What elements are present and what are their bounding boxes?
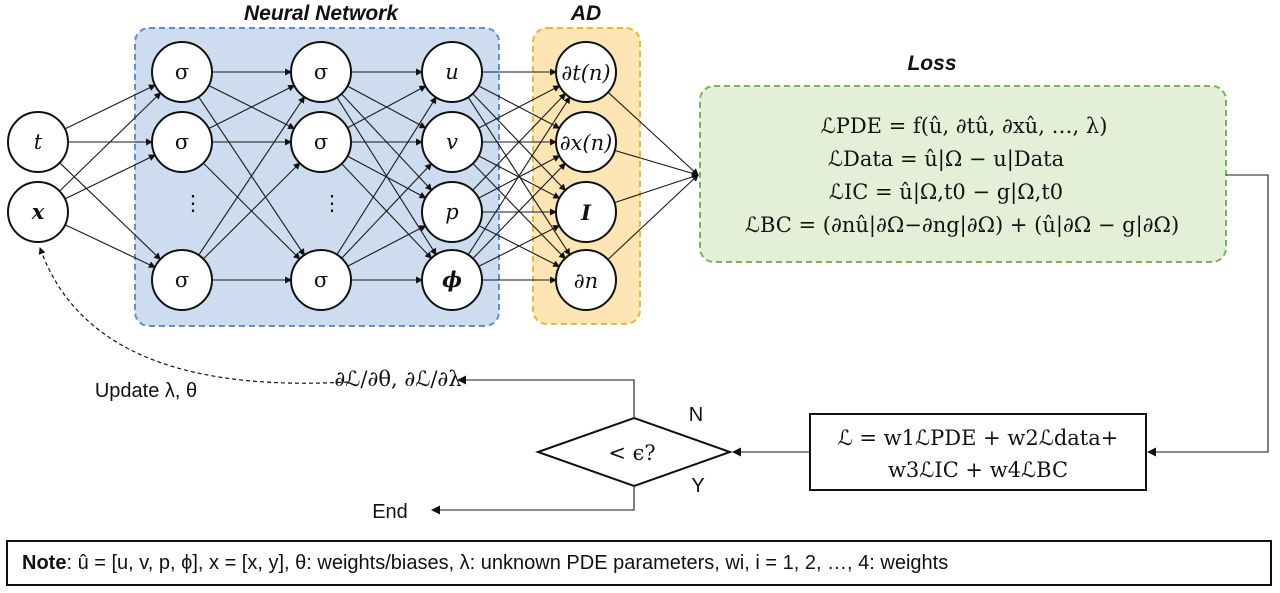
loss-title: Loss	[907, 52, 956, 75]
edge-input-hidden1	[64, 154, 156, 200]
yes-path-arrow	[431, 486, 635, 515]
decision-diamond	[535, 416, 733, 488]
hidden2-ellipsis: ⋮	[322, 191, 343, 215]
edge-input-hidden1	[59, 162, 162, 260]
hidden1-ellipsis: ⋮	[183, 191, 204, 215]
loss-box	[699, 85, 1227, 263]
edge-output-ad	[478, 225, 561, 267]
hidden2-node-1: σ	[290, 41, 352, 103]
loss-pde: ℒPDE = f(û, ∂tû, ∂xû, …, λ)	[821, 114, 1108, 138]
edge-input-hidden1	[64, 224, 156, 268]
no-path-arrow	[457, 375, 635, 418]
svg-text:I: I	[580, 200, 592, 225]
output-node-v: v	[421, 111, 483, 173]
svg-text:σ: σ	[175, 60, 189, 84]
edge-ad-loss	[614, 173, 699, 204]
edge-hidden1-hidden2	[198, 96, 305, 256]
edge-ad-loss	[607, 91, 699, 176]
svg-text:∂n: ∂n	[574, 269, 598, 293]
total-loss-line2: w3ℒIC + w4ℒBC	[888, 458, 1068, 482]
svg-text:x: x	[31, 199, 45, 224]
decision-yes-label: Y	[691, 475, 704, 497]
input-node-x: x	[7, 181, 69, 243]
svg-text:ϕ: ϕ	[442, 267, 462, 292]
loss-ic: ℒIC = û|Ω,t0 − g|Ω,t0	[829, 180, 1063, 205]
edge-input-hidden1	[64, 84, 156, 130]
edge-output-ad	[467, 96, 571, 256]
loss-data: ℒData = û|Ω − u|Data	[828, 147, 1064, 172]
edge-input-hidden1	[59, 92, 162, 192]
svg-text:σ: σ	[175, 130, 189, 154]
svg-text:σ: σ	[314, 130, 328, 154]
ad-node-identity: I	[555, 181, 617, 243]
edge-ad-loss	[607, 174, 699, 260]
update-label: Update λ, θ	[95, 380, 197, 402]
output-node-u: u	[421, 41, 483, 103]
ad-node-dx: ∂x(n)	[555, 111, 617, 173]
note-box: Note: û = [u, v, p, ϕ], x = [x, y], θ: w…	[6, 540, 1272, 586]
svg-text:v: v	[446, 130, 458, 154]
svg-text:u: u	[445, 60, 459, 84]
end-label: End	[372, 501, 408, 523]
ad-title: AD	[570, 2, 601, 25]
loss-to-total-arrow	[1147, 174, 1269, 457]
total-loss-line1: ℒ = w1ℒPDE + w2ℒdata+	[838, 426, 1119, 450]
loss-bc: ℒBC = (∂nû|∂Ω−∂ng|∂Ω) + (û|∂Ω − g|∂Ω)	[745, 213, 1179, 238]
svg-text:σ: σ	[314, 268, 328, 292]
edge-hidden1-hidden2	[208, 85, 296, 129]
network-edges	[59, 68, 699, 284]
edge-hidden2-output	[347, 85, 427, 129]
output-node-p: p	[421, 181, 483, 243]
output-node-phi: ϕ	[421, 249, 483, 311]
hidden1-node-1: σ	[151, 41, 213, 103]
svg-text:σ: σ	[175, 268, 189, 292]
pinn-diagram: Neural Network AD Loss t x σ σ ⋮ σ σ σ ⋮…	[7, 2, 1269, 523]
neural-network-box	[134, 27, 500, 327]
svg-text:∂x(n): ∂x(n)	[560, 131, 613, 155]
decision-no-label: N	[689, 404, 703, 426]
gradient-label: ∂ℒ/∂θ, ∂ℒ/∂λ	[334, 367, 461, 391]
edge-hidden2-output	[347, 225, 427, 267]
update-dashed-arrow	[38, 247, 349, 384]
decision-condition: < ϵ?	[608, 441, 655, 465]
note-label: Note	[22, 551, 67, 574]
svg-text:∂t(n): ∂t(n)	[561, 61, 610, 85]
ad-node-dn: ∂n	[555, 249, 617, 311]
hidden1-node-n: σ	[151, 249, 213, 311]
svg-text:t: t	[34, 130, 43, 154]
edge-output-ad	[472, 162, 566, 259]
svg-text:p: p	[445, 200, 458, 224]
hidden2-node-2: σ	[290, 111, 352, 173]
edge-hidden2-output	[341, 163, 432, 259]
input-node-t: t	[7, 111, 69, 173]
edge-hidden1-hidden2	[202, 162, 301, 260]
edge-hidden2-output	[336, 96, 437, 255]
hidden1-node-2: σ	[151, 111, 213, 173]
ad-box	[532, 27, 641, 325]
note-text: : û = [u, v, p, ϕ], x = [x, y], θ: weigh…	[66, 551, 949, 574]
edge-ad-loss	[614, 149, 699, 177]
edge-output-ad	[472, 92, 566, 191]
ad-node-dt: ∂t(n)	[555, 41, 617, 103]
neural-network-title: Neural Network	[244, 2, 399, 25]
svg-text:σ: σ	[314, 60, 328, 84]
edge-output-ad	[478, 85, 561, 129]
hidden2-node-n: σ	[290, 249, 352, 311]
total-loss-box	[809, 413, 1147, 491]
